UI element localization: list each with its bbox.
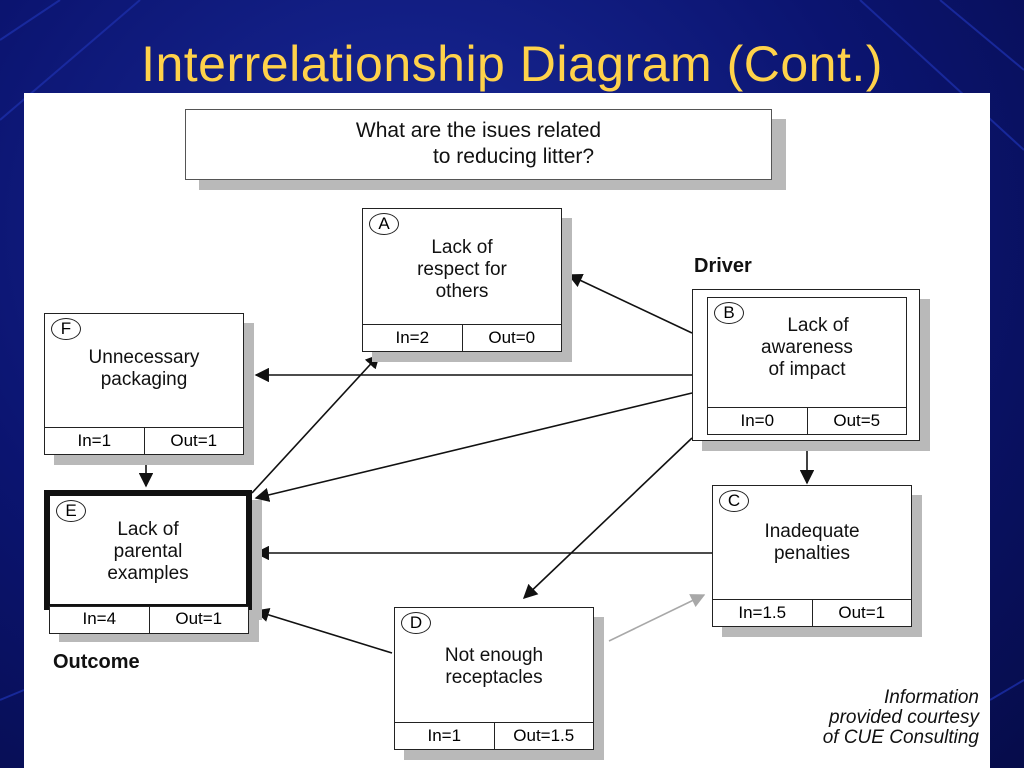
- courtesy-note: Information provided courtesy of CUE Con…: [694, 688, 979, 748]
- node-c-in: In=1.5: [738, 603, 787, 622]
- node-a-line-2: respect for: [417, 259, 507, 280]
- edge-d-to-e: [254, 607, 393, 654]
- node-c-out: Out=1: [811, 600, 912, 626]
- node-e: E Lack of parental examples: [44, 490, 252, 610]
- node-f-in: In=1: [77, 431, 112, 450]
- node-a-in: In=2: [395, 328, 430, 347]
- node-f-letter: F: [51, 318, 81, 340]
- node-a: A Lack of respect for others In=2 Out=0: [362, 208, 562, 352]
- edge-b-to-d: [522, 437, 693, 599]
- node-d-out: Out=1.5: [493, 723, 594, 749]
- node-d-line-1: Not enough: [444, 645, 544, 666]
- question-box: What are the isues related to reducing l…: [185, 109, 772, 180]
- node-b: B Lack of awareness of impact In=0 Out=5: [707, 297, 907, 435]
- node-b-letter: B: [714, 302, 744, 324]
- node-d: D Not enough receptacles In=1 Out=1.5: [394, 607, 594, 750]
- node-a-line-1: Lack of: [431, 237, 493, 258]
- edge-b-to-a: [567, 274, 693, 334]
- node-d-line-2: receptacles: [445, 667, 543, 688]
- node-e-letter: E: [56, 500, 86, 522]
- node-e-line-3: examples: [107, 563, 189, 584]
- node-e-line-2: parental: [113, 541, 183, 562]
- edge-d-to-c-weak: [608, 594, 706, 642]
- driver-label: Driver: [694, 255, 752, 277]
- node-f-line-1: Unnecessary: [88, 347, 200, 368]
- node-b-in: In=0: [740, 411, 775, 430]
- node-b-line-2: awareness: [761, 337, 853, 358]
- courtesy-line-3: of CUE Consulting: [822, 727, 979, 748]
- courtesy-line-1: Information: [883, 687, 979, 708]
- node-d-letter: D: [401, 612, 431, 634]
- node-e-line-1: Lack of: [117, 519, 179, 540]
- node-b-out: Out=5: [806, 408, 907, 434]
- node-f-line-2: packaging: [100, 369, 188, 390]
- node-a-line-3: others: [435, 281, 489, 302]
- node-a-out: Out=0: [461, 325, 562, 351]
- node-c: C Inadequate penalties In=1.5 Out=1: [712, 485, 912, 627]
- node-d-in: In=1: [427, 726, 462, 745]
- node-f: F Unnecessary packaging In=1 Out=1: [44, 313, 244, 455]
- node-b-line-1: Lack of: [787, 315, 849, 336]
- slide-title: Interrelationship Diagram (Cont.): [141, 36, 883, 92]
- node-b-line-3: of impact: [768, 359, 846, 380]
- courtesy-line-2: provided courtesy: [829, 707, 979, 728]
- node-e-counts: In=4 Out=1: [49, 606, 249, 634]
- node-e-in: In=4: [82, 609, 117, 628]
- outcome-label: Outcome: [53, 651, 140, 673]
- question-line-2: to reducing litter?: [432, 145, 595, 168]
- diagram-edges: [138, 274, 815, 654]
- diagram-panel: What are the isues related to reducing l…: [24, 93, 990, 768]
- node-c-line-1: Inadequate: [764, 521, 860, 542]
- node-e-out: Out=1: [148, 606, 249, 633]
- edge-b-to-e: [254, 392, 693, 502]
- edge-e-to-a: [251, 353, 380, 494]
- question-line-1: What are the isues related: [355, 119, 602, 142]
- node-c-letter: C: [719, 490, 749, 512]
- node-c-line-2: penalties: [773, 543, 851, 564]
- node-f-out: Out=1: [143, 428, 244, 454]
- node-a-letter: A: [369, 213, 399, 235]
